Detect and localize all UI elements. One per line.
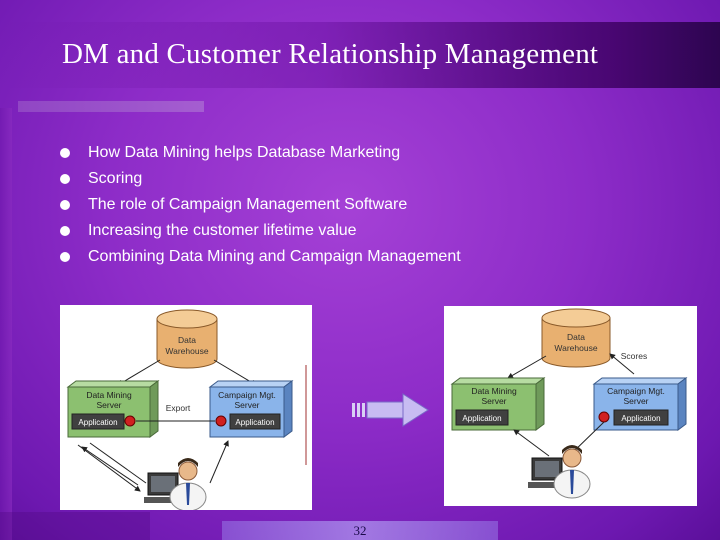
dm-server-label-line2: Server	[481, 396, 506, 406]
cm-application-label: Application	[235, 418, 274, 427]
page-number: 32	[353, 523, 367, 538]
bullet-dot-icon	[60, 174, 70, 184]
bullet-item: Increasing the customer lifetime value	[60, 218, 461, 244]
warehouse-label-line1: Data	[178, 335, 196, 345]
left-decorative-stripe	[0, 108, 12, 540]
campaign-mgt-server-box: Campaign Mgt. Server Application	[208, 380, 294, 438]
dm-server-label-line1: Data Mining	[471, 386, 517, 396]
data-warehouse-cylinder: Data Warehouse	[541, 308, 611, 368]
bullet-text: How Data Mining helps Database Marketing	[88, 144, 401, 161]
scores-label: Scores	[621, 351, 647, 361]
warehouse-label-line2: Warehouse	[165, 346, 208, 356]
user-to-cm-arrow	[209, 440, 229, 484]
user-arrow-1	[77, 444, 141, 492]
user-to-dm-arrow	[513, 429, 550, 457]
user-arrow-2	[89, 442, 147, 484]
bullet-dot-icon	[60, 200, 70, 210]
bullet-item: Scoring	[60, 166, 461, 192]
campaign-mgt-server-box: Campaign Mgt. Server Application	[592, 377, 688, 431]
dm-application-label: Application	[78, 418, 117, 427]
cm-server-label-line1: Campaign Mgt.	[218, 390, 276, 400]
right-architecture-diagram: Data Warehouse Scores Data Mining Server…	[444, 306, 697, 506]
user-at-computer-icon	[528, 445, 591, 499]
data-warehouse-cylinder: Data Warehouse	[156, 309, 218, 369]
bullet-dot-icon	[60, 252, 70, 262]
bottom-decorative-band	[0, 512, 150, 540]
slide-title: DM and Customer Relationship Management	[62, 38, 599, 70]
bullet-text: Scoring	[88, 170, 143, 187]
cm-connector-dot	[598, 411, 610, 423]
title-underline-bar	[18, 101, 204, 112]
bullet-dot-icon	[60, 148, 70, 158]
warehouse-label-line1: Data	[567, 332, 585, 342]
user-arrow-3	[81, 446, 139, 486]
bullet-item: The role of Campaign Management Software	[60, 192, 461, 218]
dm-application-label: Application	[462, 414, 501, 423]
cm-server-label-line2: Server	[623, 396, 648, 406]
warehouse-label-line2: Warehouse	[554, 343, 597, 353]
cm-connector-dot	[215, 415, 227, 427]
bullet-text: Combining Data Mining and Campaign Manag…	[88, 248, 461, 265]
title-band	[0, 22, 720, 88]
transition-arrow	[350, 392, 430, 433]
user-at-computer-icon	[144, 458, 207, 510]
dm-server-label-line2: Server	[96, 400, 121, 410]
bullet-list: How Data Mining helps Database Marketing…	[60, 140, 461, 270]
left-architecture-diagram: Data Warehouse Data Mining Server Applic…	[60, 305, 312, 510]
bullet-dot-icon	[60, 226, 70, 236]
data-mining-server-box: Data Mining Server Application	[66, 380, 160, 438]
dm-connector-dot	[124, 415, 136, 427]
cm-application-label: Application	[621, 414, 660, 423]
bullet-item: Combining Data Mining and Campaign Manag…	[60, 244, 461, 270]
dm-server-label-line1: Data Mining	[86, 390, 132, 400]
bullet-item: How Data Mining helps Database Marketing	[60, 140, 461, 166]
cm-server-label-line2: Server	[234, 400, 259, 410]
cm-to-warehouse-arrow	[609, 353, 635, 375]
bullet-text: Increasing the customer lifetime value	[88, 222, 357, 239]
warehouse-to-dm-arrow	[507, 355, 547, 379]
data-mining-server-box: Data Mining Server Application	[450, 377, 546, 431]
bullet-text: The role of Campaign Management Software	[88, 196, 408, 213]
footer-bar: 32	[222, 521, 498, 540]
export-label: Export	[166, 403, 191, 413]
cm-server-label-line1: Campaign Mgt.	[607, 386, 665, 396]
